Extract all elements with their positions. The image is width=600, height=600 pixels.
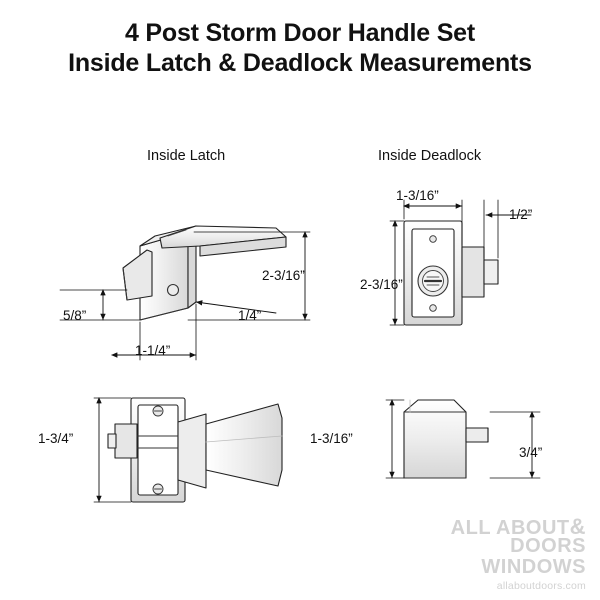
title-line-2: Inside Latch & Deadlock Measurements <box>68 49 532 77</box>
dim-latch-plate-offset: 1/4” <box>238 308 262 323</box>
dim-latch-width: 1-1/4” <box>135 343 171 358</box>
dim-deadlock-bolt-projection: 1/2” <box>509 207 533 222</box>
dim-deadlock-height: 2-3/16” <box>360 277 403 292</box>
dim-deadlock-width: 1-3/16” <box>396 188 439 203</box>
section-label-inside-latch: Inside Latch <box>147 148 226 164</box>
deadlock-front-drawing <box>403 220 499 326</box>
dim-latch-lever-drop: 5/8” <box>63 308 87 323</box>
dim-line-deadlock-width <box>403 199 463 246</box>
dim-line-latch-plate-offset <box>195 300 277 314</box>
dim-line-deadlock-height <box>389 220 405 326</box>
dim-line-latch-depth <box>93 397 132 503</box>
dim-latch-depth: 1-3/4” <box>38 431 74 446</box>
deadlock-top-drawing <box>403 399 489 479</box>
dim-deadlock-depth: 1-3/16” <box>310 431 353 446</box>
dim-line-deadlock-depth <box>385 399 405 479</box>
dim-deadlock-width-top: 3/4” <box>519 445 543 460</box>
watermark-line-3: WINDOWS <box>481 556 586 578</box>
dim-latch-height: 2-3/16” <box>262 268 305 283</box>
watermark-url: allaboutdoors.com <box>496 580 586 592</box>
watermark-ampersand: & <box>569 514 586 539</box>
watermark-line-1: ALL ABOUT& <box>450 514 586 539</box>
latch-top-drawing <box>107 397 283 503</box>
title-line-1: 4 Post Storm Door Handle Set <box>124 19 475 47</box>
page-title: 4 Post Storm Door Handle Set Inside Latc… <box>0 18 600 78</box>
watermark-line-2: DOORS <box>510 535 586 557</box>
section-label-inside-deadlock: Inside Deadlock <box>378 148 482 164</box>
